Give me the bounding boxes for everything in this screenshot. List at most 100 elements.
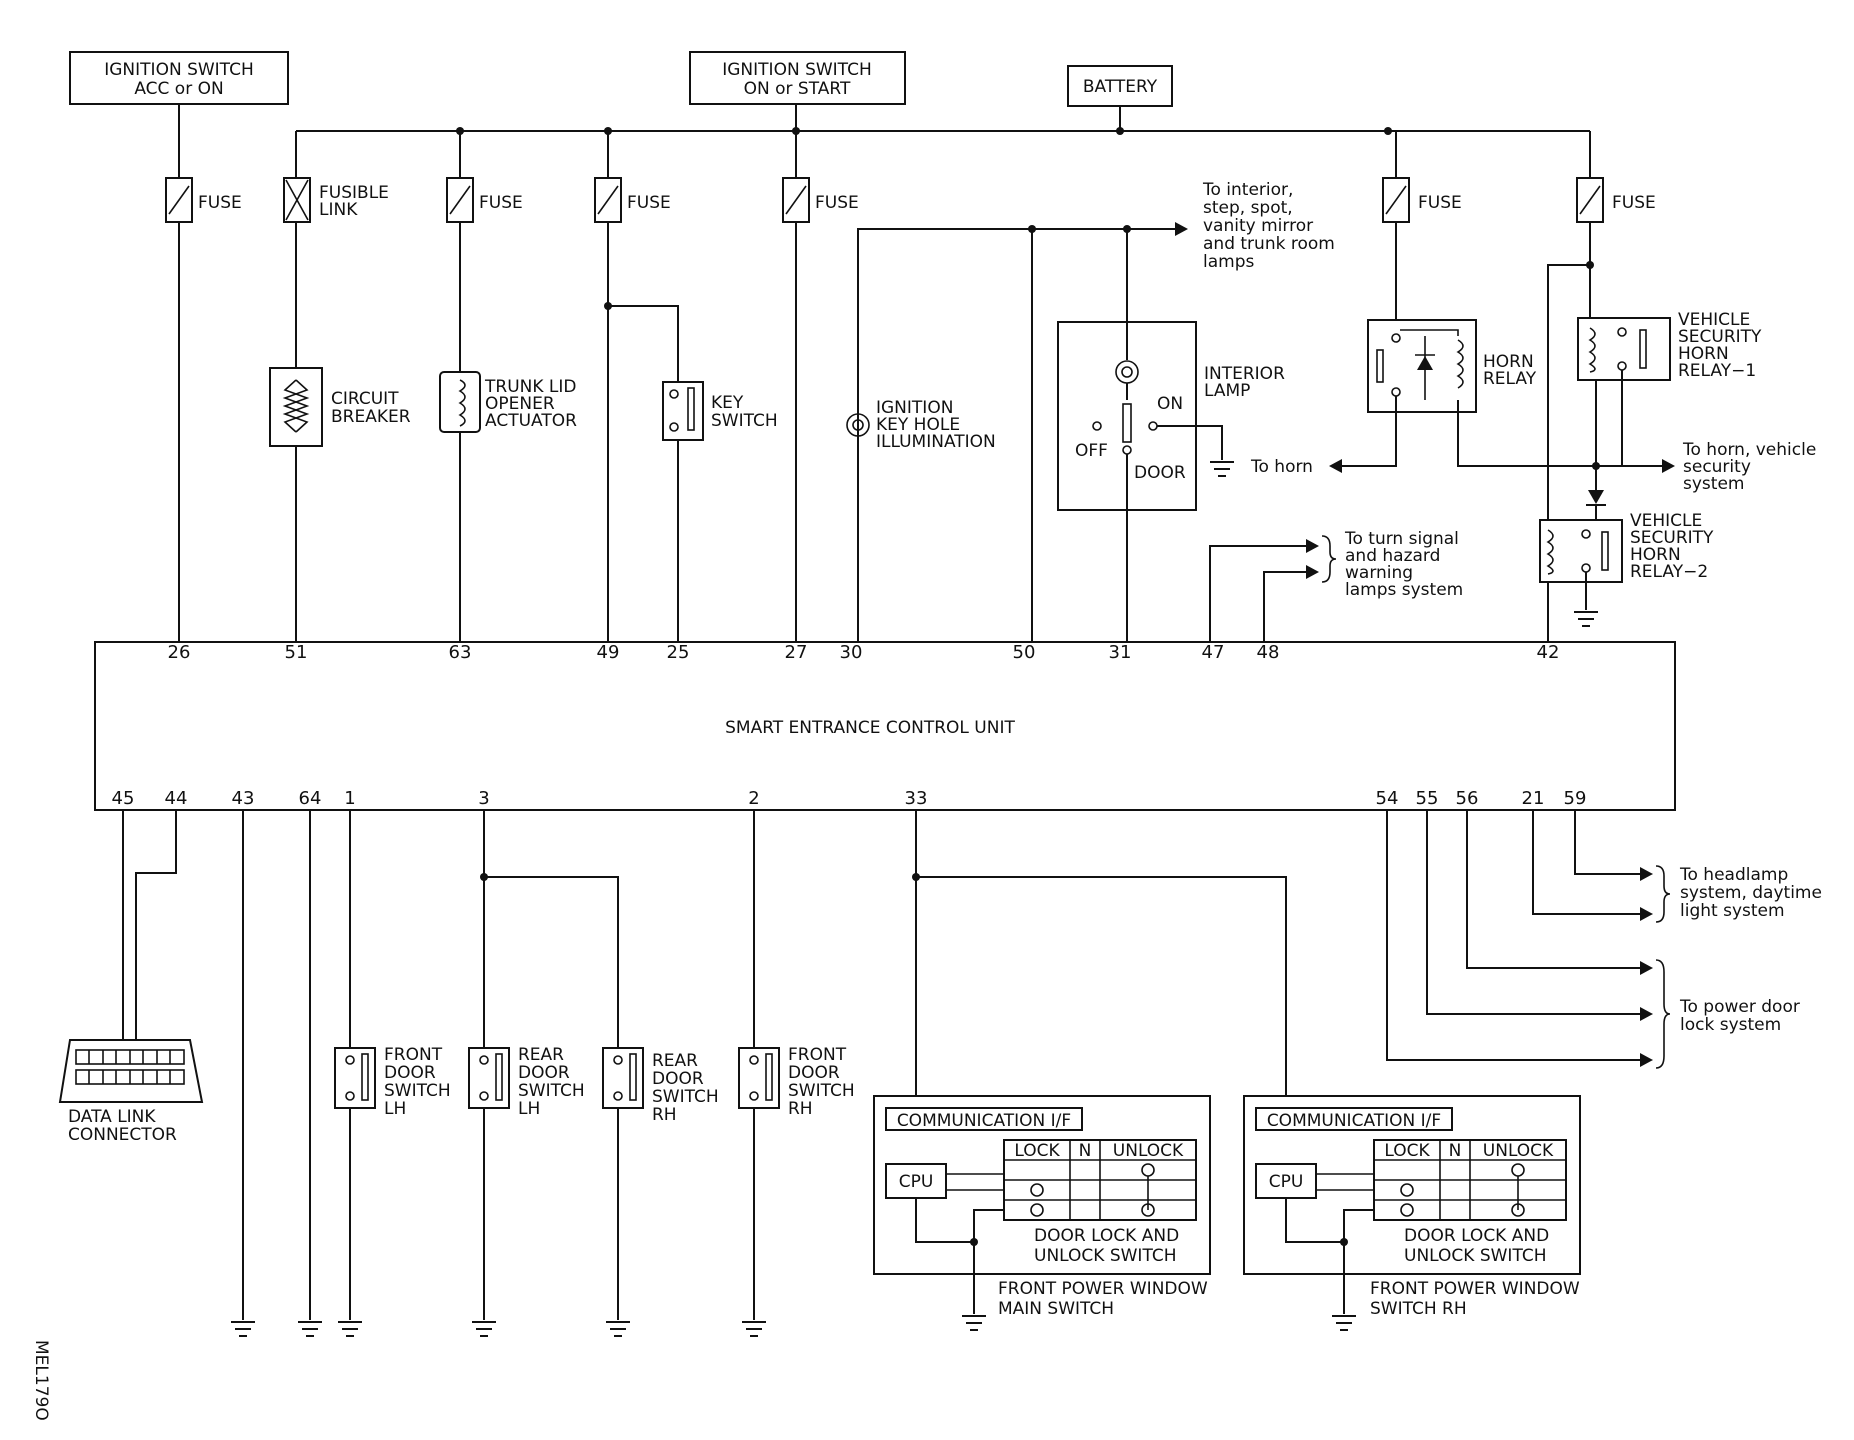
- lock-label: LOCK: [1014, 1141, 1060, 1161]
- rdsw-lh-label-1: REAR: [518, 1045, 564, 1065]
- ignition-on-label-1: IGNITION SWITCH: [722, 60, 871, 80]
- vs-horn-relay-1: [1577, 317, 1671, 381]
- fusible-link-label-1: FUSIBLE: [319, 183, 389, 203]
- switch-contact: [345, 1055, 355, 1065]
- arrow-right: [1175, 222, 1188, 236]
- lock-label: LOCK: [1384, 1141, 1430, 1161]
- illumination-label-3: ILLUMINATION: [876, 432, 996, 452]
- wire: [915, 1198, 974, 1243]
- rdsw-lh-label-2: DOOR: [518, 1063, 570, 1083]
- arrow-right: [1640, 961, 1653, 975]
- horn-relay-coil: [1456, 339, 1464, 389]
- fuse-label: FUSE: [815, 193, 859, 213]
- wire: [1547, 264, 1590, 642]
- wire: [1457, 400, 1664, 467]
- figure-code: MEL179O: [31, 1340, 51, 1421]
- fuse-label: FUSE: [198, 193, 242, 213]
- pin-label: 45: [112, 788, 135, 809]
- illumination-label-1: IGNITION: [876, 398, 953, 418]
- fuse-label: FUSE: [1418, 193, 1462, 213]
- bus-wire: [1316, 1173, 1374, 1191]
- fusible-link-label-2: LINK: [319, 200, 358, 220]
- wire: [608, 305, 679, 382]
- ground-symbol: [1210, 461, 1234, 477]
- relay-wire: [1400, 329, 1459, 336]
- pin-label: 55: [1416, 788, 1439, 809]
- comm-if-label: COMMUNICATION I/F: [897, 1111, 1071, 1131]
- ignition-switch-acc-box: [69, 51, 289, 105]
- bracket: [1321, 535, 1337, 583]
- comm-if-box: [1255, 1107, 1453, 1131]
- horn-vs-note-3: system: [1683, 474, 1744, 494]
- horn-relay-label-2: RELAY: [1483, 369, 1537, 389]
- ignition-acc-label-1: IGNITION SWITCH: [104, 60, 253, 80]
- off-contact: [1092, 421, 1102, 431]
- vs-relay2-label-3: HORN: [1630, 545, 1681, 565]
- vs-relay1-label-1: VEHICLE: [1678, 310, 1750, 330]
- wire: [484, 876, 619, 1048]
- fdsw-lh-label-2: DOOR: [384, 1063, 436, 1083]
- lamp-door-label: DOOR: [1134, 463, 1186, 483]
- pin-label: 27: [785, 642, 808, 663]
- ground-symbol: [298, 1321, 322, 1337]
- comm-if-label: COMMUNICATION I/F: [1267, 1111, 1441, 1131]
- data-link-connector: [58, 1039, 204, 1103]
- dlc-label-2: CONNECTOR: [68, 1125, 177, 1145]
- pin-label: 51: [285, 642, 308, 663]
- arrow-right: [1640, 1007, 1653, 1021]
- pin-label: 54: [1376, 788, 1399, 809]
- breaker-element: [282, 379, 310, 433]
- wire: [1209, 545, 1306, 642]
- pin-label: 49: [597, 642, 620, 663]
- relay-armature: [1376, 349, 1384, 383]
- fuse-mark: [168, 185, 190, 215]
- circuit-breaker-label-2: BREAKER: [331, 407, 411, 427]
- vs-relay1-label-2: SECURITY: [1678, 327, 1762, 347]
- unlock-contact: [1141, 1203, 1155, 1217]
- switch-contact: [613, 1055, 623, 1065]
- switch-contact: [345, 1091, 355, 1101]
- arrow-right: [1306, 565, 1319, 579]
- ignition-acc-label-2: ACC or ON: [134, 79, 223, 99]
- rdsw-lh-label-4: LH: [518, 1099, 540, 1119]
- switch-contact: [669, 422, 679, 432]
- switch-plunger: [629, 1053, 637, 1101]
- ground-symbol: [472, 1321, 496, 1337]
- switch-contact: [613, 1091, 623, 1101]
- switch-contact: [669, 389, 679, 399]
- trunk-actuator-label-1: TRUNK LID: [484, 377, 576, 397]
- lock-contact: [1030, 1203, 1044, 1217]
- lamp-off-label: OFF: [1075, 441, 1108, 461]
- fuse-label: FUSE: [479, 193, 523, 213]
- wire: [1466, 810, 1640, 969]
- interior-note-1: To interior,: [1202, 180, 1293, 200]
- unlock-label: UNLOCK: [1483, 1141, 1554, 1161]
- table-grid: [1374, 1140, 1566, 1220]
- wire: [1263, 571, 1306, 642]
- node: [1340, 1238, 1348, 1246]
- lock-contact: [1030, 1183, 1044, 1197]
- rdsw-rh-label-2: DOOR: [652, 1069, 704, 1089]
- switch-contact: [479, 1055, 489, 1065]
- front-door-switch-rh: [738, 1047, 780, 1109]
- key-switch-label-2: SWITCH: [711, 411, 778, 431]
- dlus-main-label-1: DOOR LOCK AND: [1034, 1226, 1179, 1246]
- wire: [1621, 370, 1662, 467]
- fuse-26: [165, 177, 193, 223]
- horn-relay-label-1: HORN: [1483, 352, 1534, 372]
- fdsw-rh-label-1: FRONT: [788, 1045, 847, 1065]
- pin-label: 21: [1522, 788, 1545, 809]
- horn-note: To horn: [1250, 457, 1313, 477]
- pw-rh-label-2: SWITCH RH: [1370, 1299, 1467, 1319]
- key-switch: [662, 381, 704, 441]
- fuse-mark: [1579, 185, 1601, 215]
- interior-note-2: step, spot,: [1203, 198, 1293, 218]
- relay-armature: [1639, 329, 1647, 369]
- pin-label: 43: [232, 788, 255, 809]
- arrow-right: [1306, 539, 1319, 553]
- fdsw-lh-label-3: SWITCH: [384, 1081, 451, 1101]
- lock-contact: [1400, 1203, 1414, 1217]
- turn-note-1: To turn signal: [1344, 529, 1459, 549]
- relay-contact: [1391, 333, 1401, 343]
- switch-plunger: [361, 1053, 369, 1101]
